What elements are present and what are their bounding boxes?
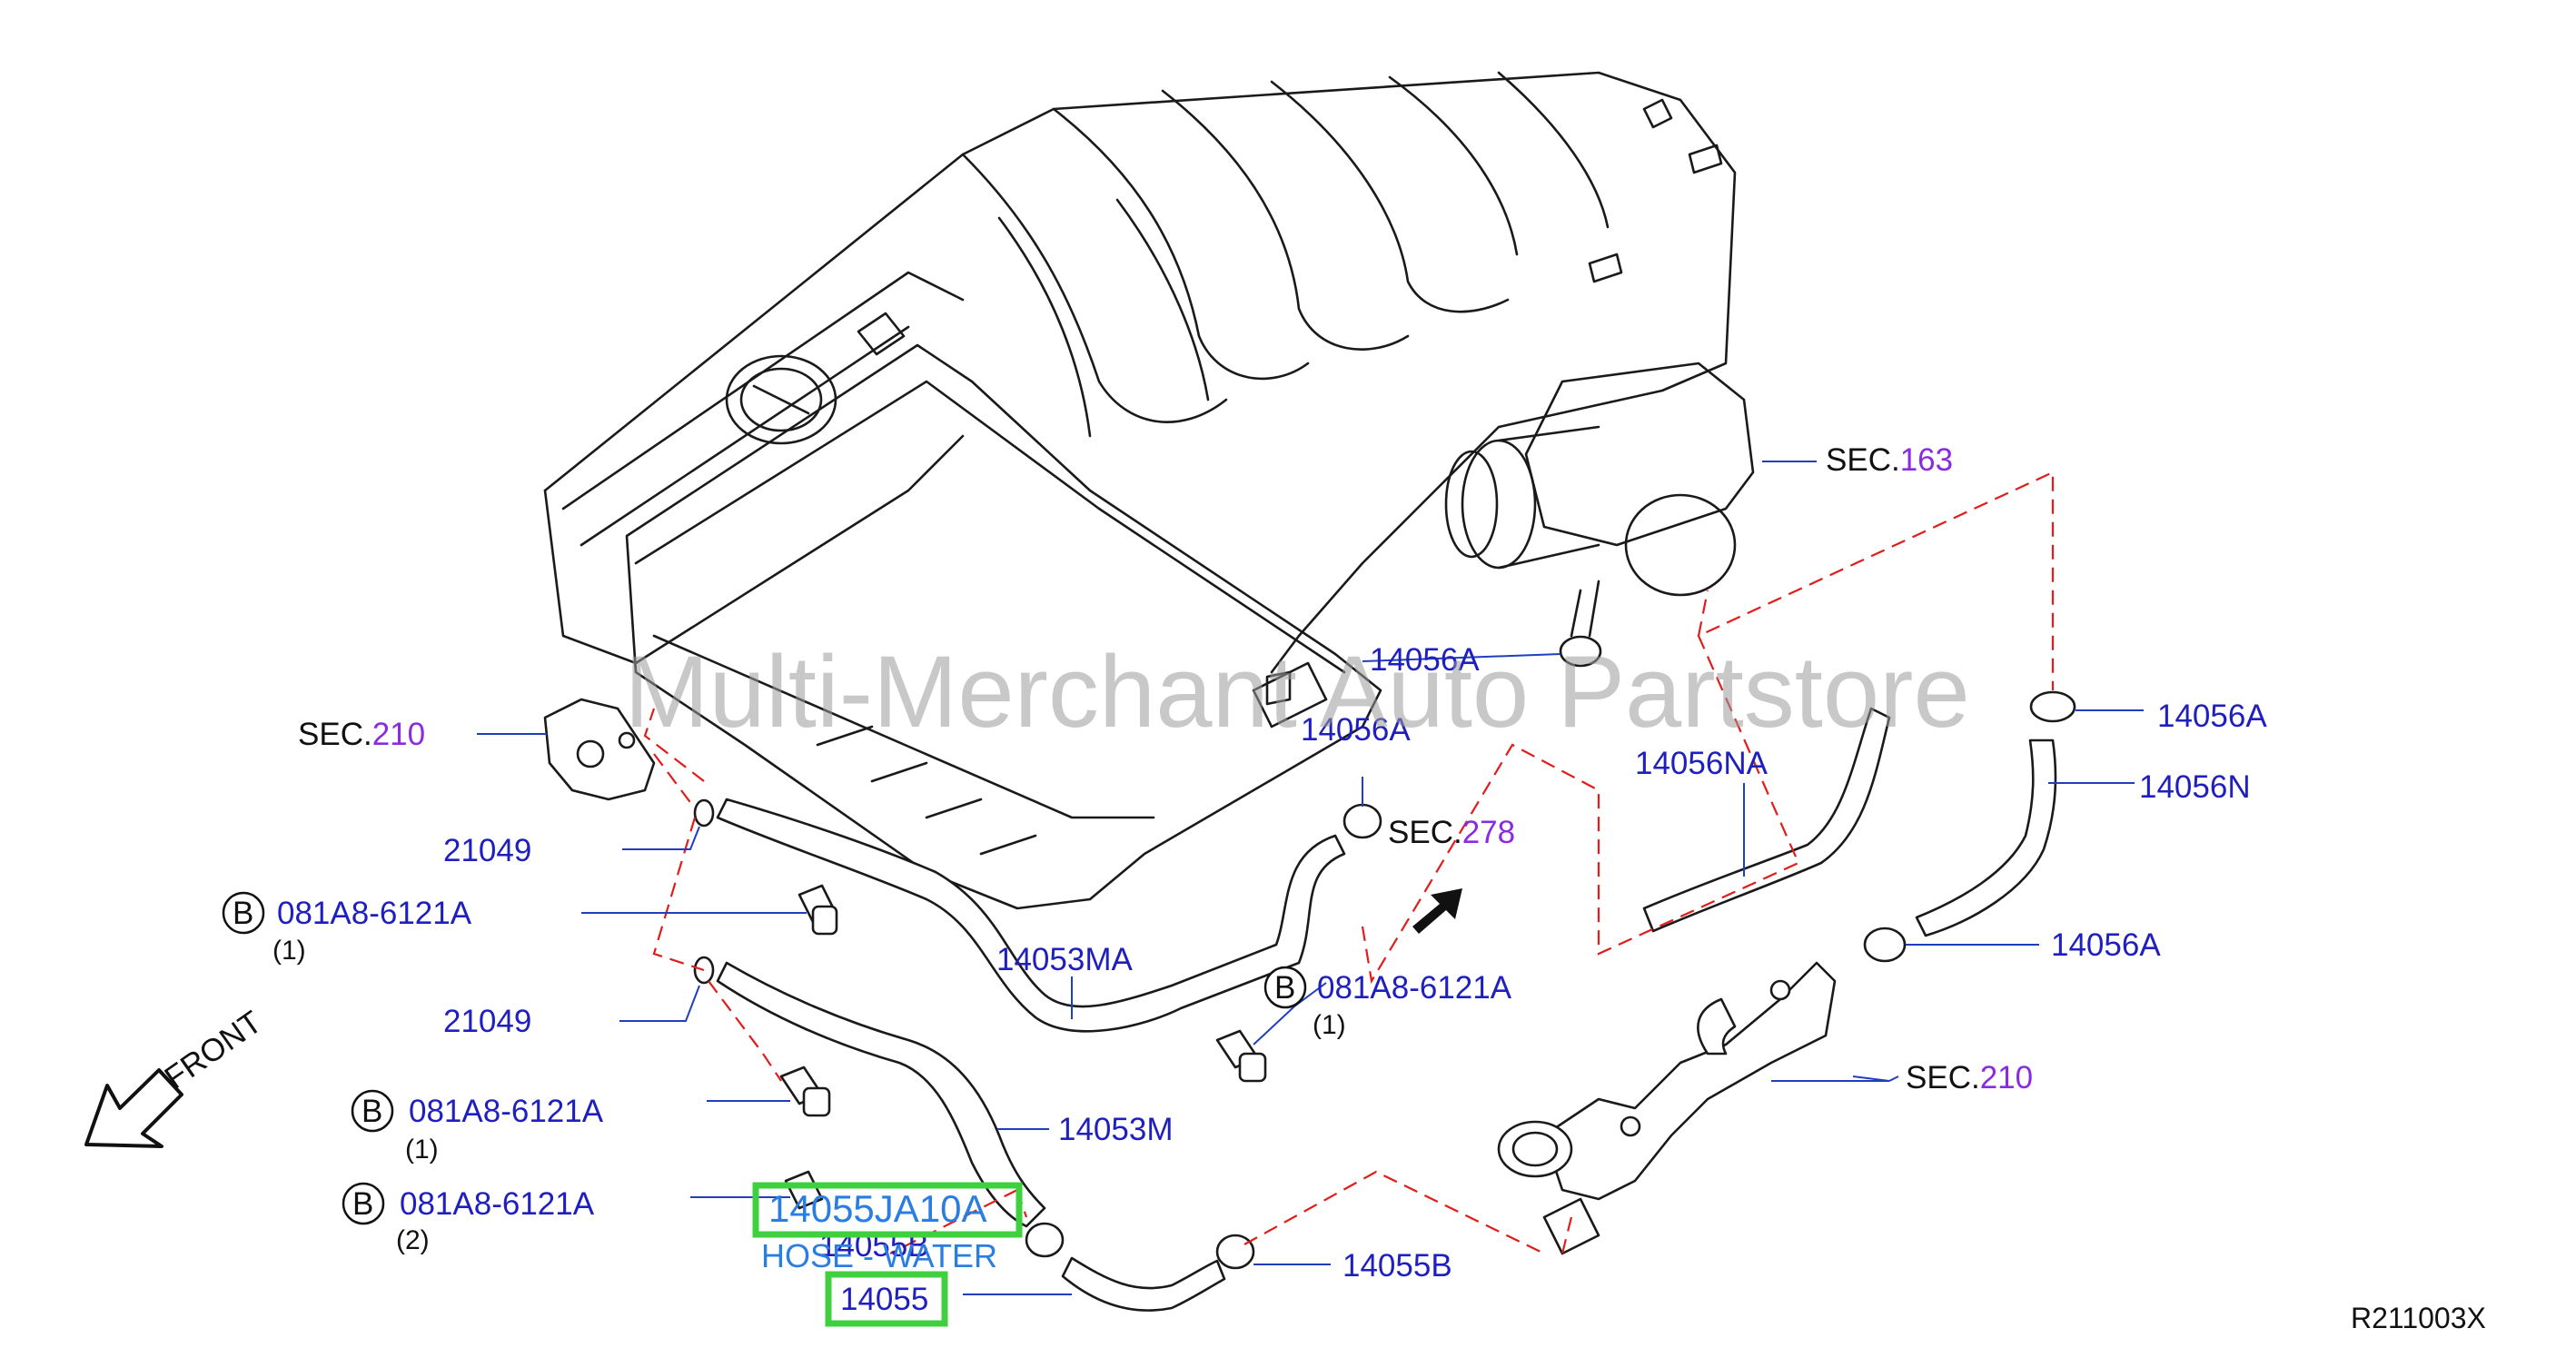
sec278-prefix: SEC. bbox=[1388, 815, 1462, 850]
sec210-right-callout[interactable]: SEC.210 bbox=[1906, 1060, 2033, 1095]
svg-text:SEC.210: SEC.210 bbox=[298, 717, 425, 752]
right-water-outlet-housing bbox=[1542, 961, 1837, 1201]
label-14053M[interactable]: 14053M bbox=[1058, 1112, 1173, 1147]
diagram-code: R211003X bbox=[2351, 1302, 2486, 1334]
bolt-callout-3[interactable]: B 081A8-6121A (1) bbox=[351, 1089, 604, 1165]
sec278-callout[interactable]: SEC.278 bbox=[1388, 815, 1515, 850]
clamp-14055B-right bbox=[1215, 1234, 1255, 1270]
bolt-badge-circle bbox=[222, 891, 265, 935]
bolt-callout-4[interactable]: B 081A8-6121A (2) bbox=[342, 1182, 595, 1255]
hose-14056N bbox=[1915, 738, 2057, 937]
sec163-callout[interactable]: SEC.163 bbox=[1826, 442, 1953, 478]
label-14056A-right-low[interactable]: 14056A bbox=[2051, 927, 2161, 963]
hose-14056NA bbox=[1642, 707, 1891, 933]
highlight-box-ref bbox=[825, 1271, 948, 1327]
clamp-14055B-left bbox=[1025, 1222, 1065, 1258]
bolt-bottom-left bbox=[784, 1170, 824, 1210]
label-14056A-top[interactable]: 14056A bbox=[1370, 642, 1480, 678]
sec210-left-callout[interactable]: SEC.210 bbox=[298, 717, 425, 752]
bolt-callout-2[interactable]: B 081A8-6121A (1) bbox=[1263, 966, 1512, 1040]
leader-lines bbox=[477, 461, 2144, 1295]
label-14056A-mid[interactable]: 14056A bbox=[1301, 712, 1411, 748]
bolt-part-number: 081A8-6121A bbox=[277, 896, 472, 931]
engine-illustration bbox=[543, 71, 1755, 910]
water-pipe-14053MA bbox=[716, 798, 1346, 1033]
highlight-box-part-number bbox=[752, 1182, 1023, 1238]
sec210-right-number: 210 bbox=[1980, 1060, 2033, 1095]
bolt-badge-circle bbox=[342, 1182, 385, 1225]
bolt-quantity: (2) bbox=[396, 1225, 430, 1255]
bolt-quantity: (1) bbox=[405, 1135, 439, 1165]
assembly-dashed-lines bbox=[643, 471, 2055, 1254]
sec163-number: 163 bbox=[1900, 442, 1953, 478]
bolt-part-number: 081A8-6121A bbox=[409, 1094, 604, 1129]
bolt-center bbox=[1215, 1029, 1267, 1083]
clamp-14056A-right-top bbox=[2029, 690, 2076, 723]
bolt-part-number: 081A8-6121A bbox=[1317, 970, 1512, 1006]
sec210-left-prefix: SEC. bbox=[298, 717, 372, 752]
highlighted-ref-14055[interactable]: 14055 bbox=[825, 1271, 948, 1327]
bolt-quantity: (1) bbox=[272, 936, 306, 966]
clamp-14056A-mid bbox=[1342, 803, 1382, 839]
front-direction-indicator: FRONT bbox=[84, 1004, 268, 1148]
front-label: FRONT bbox=[158, 1004, 268, 1095]
label-14056A-right[interactable]: 14056A bbox=[2157, 699, 2267, 734]
label-14056N[interactable]: 14056N bbox=[2139, 769, 2251, 805]
front-arrow-icon bbox=[84, 1068, 183, 1148]
sec210-left-number: 210 bbox=[372, 717, 425, 752]
bolt-badge: B bbox=[233, 896, 253, 931]
highlight-part-name: HOSE - WATER bbox=[761, 1237, 997, 1274]
water-pipe-14053M bbox=[716, 961, 1046, 1228]
bolt-badge: B bbox=[362, 1094, 382, 1129]
label-21049-upper[interactable]: 21049 bbox=[443, 833, 531, 868]
bolt-upper-left bbox=[798, 884, 838, 936]
watermark: Multi-Merchant Auto Partstore bbox=[624, 635, 1969, 748]
clamp-14056A-top bbox=[1559, 635, 1602, 668]
label-14055B-right[interactable]: 14055B bbox=[1342, 1248, 1452, 1284]
bolt-badge-circle bbox=[1263, 966, 1307, 1009]
clamp-14056A-right-low bbox=[1863, 927, 1907, 963]
svg-text:SEC.210: SEC.210 bbox=[1906, 1060, 2033, 1095]
bolt-badge-circle bbox=[351, 1089, 394, 1133]
gasket-21049-upper bbox=[693, 798, 715, 828]
svg-text:SEC.278: SEC.278 bbox=[1388, 815, 1515, 850]
bolt-part-number: 081A8-6121A bbox=[400, 1186, 595, 1222]
sec163-prefix: SEC. bbox=[1826, 442, 1900, 478]
bolt-badge: B bbox=[1274, 970, 1295, 1006]
parts-layer bbox=[543, 635, 2076, 1312]
hose-14055 bbox=[1061, 1256, 1226, 1312]
highlight-part-number: 14055JA10A bbox=[768, 1187, 987, 1230]
label-14053MA[interactable]: 14053MA bbox=[996, 942, 1133, 977]
bolt-callout-1[interactable]: B 081A8-6121A (1) bbox=[222, 891, 472, 966]
highlighted-part-14055JA10A[interactable]: 14055JA10A HOSE - WATER bbox=[752, 1182, 1023, 1274]
sec210-right-prefix: SEC. bbox=[1906, 1060, 1980, 1095]
bolt-badge: B bbox=[352, 1186, 373, 1222]
sec278-number: 278 bbox=[1462, 815, 1515, 850]
bolt-quantity: (1) bbox=[1313, 1010, 1346, 1040]
label-14056NA[interactable]: 14056NA bbox=[1635, 746, 1769, 781]
svg-text:SEC.163: SEC.163 bbox=[1826, 442, 1953, 478]
sec278-direction-arrow-icon bbox=[1412, 888, 1462, 934]
label-21049-lower[interactable]: 21049 bbox=[443, 1004, 531, 1039]
highlight-ref-label: 14055 bbox=[840, 1282, 928, 1317]
bolt-lower-left bbox=[779, 1066, 831, 1117]
